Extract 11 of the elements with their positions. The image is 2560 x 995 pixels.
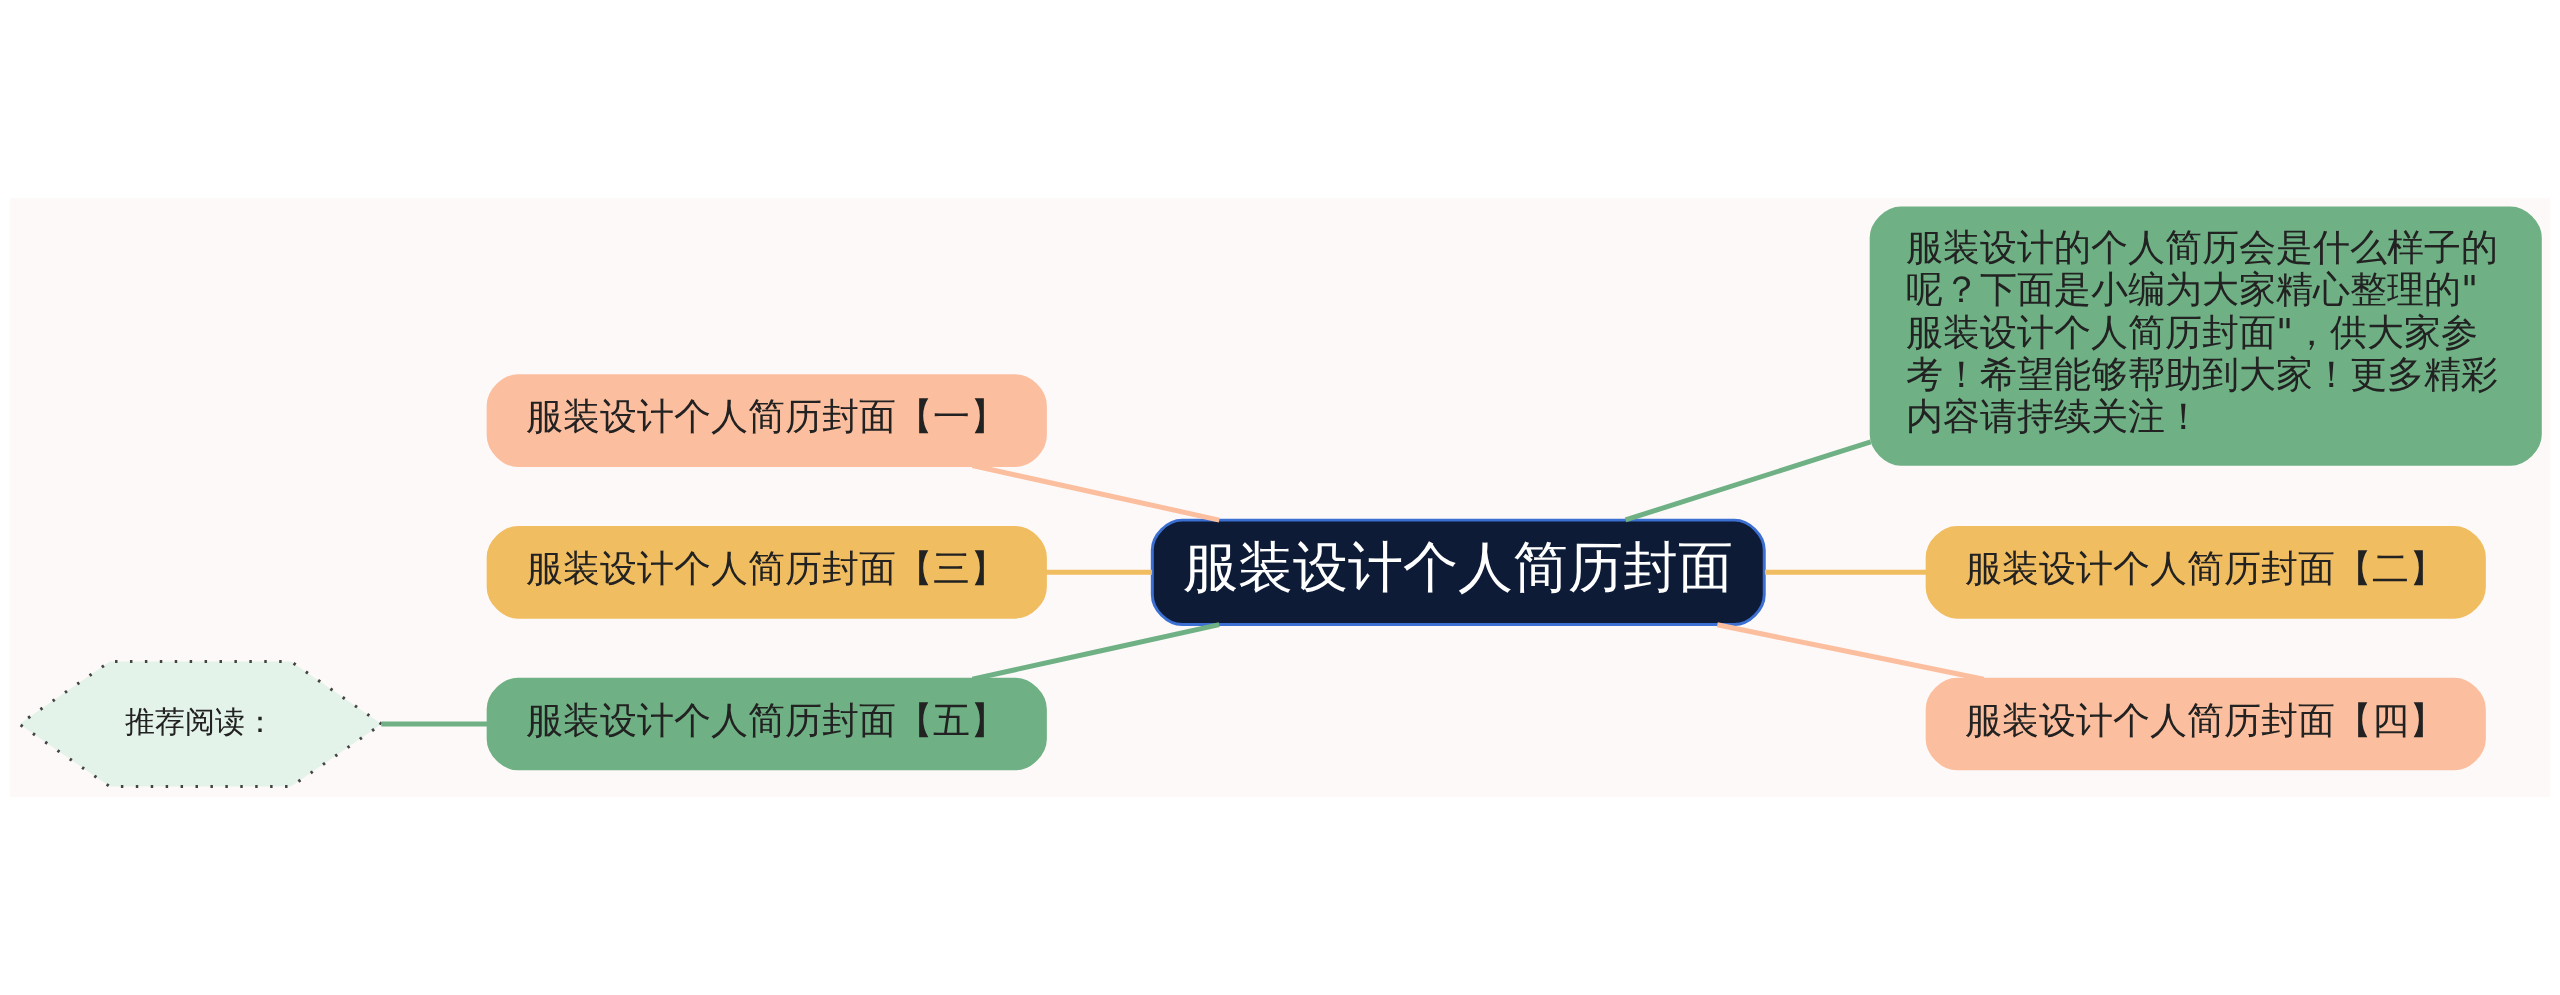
connector	[1045, 569, 1152, 575]
node-box: 服装设计个人简历封面【一】	[486, 374, 1047, 467]
node-box: 服装设计个人简历封面	[1150, 518, 1766, 627]
connector	[381, 721, 488, 727]
node-box: 服装设计个人简历封面【四】	[1925, 677, 2486, 771]
node-box: 服装设计个人简历封面【五】	[486, 677, 1047, 771]
node-box: 服装设计个人简历封面【二】	[1925, 526, 2486, 619]
node-box: 服装设计的个人简历会是什么样子的呢？下面是小编为大家精心整理的"服装设计个人简历封面"，供大家参考！希望能够帮助到大家！更多精彩内容请持续关注！	[1869, 206, 2542, 466]
node-box: 服装设计个人简历封面【三】	[486, 526, 1047, 619]
connector	[1624, 439, 1872, 523]
connector	[1764, 569, 1927, 575]
